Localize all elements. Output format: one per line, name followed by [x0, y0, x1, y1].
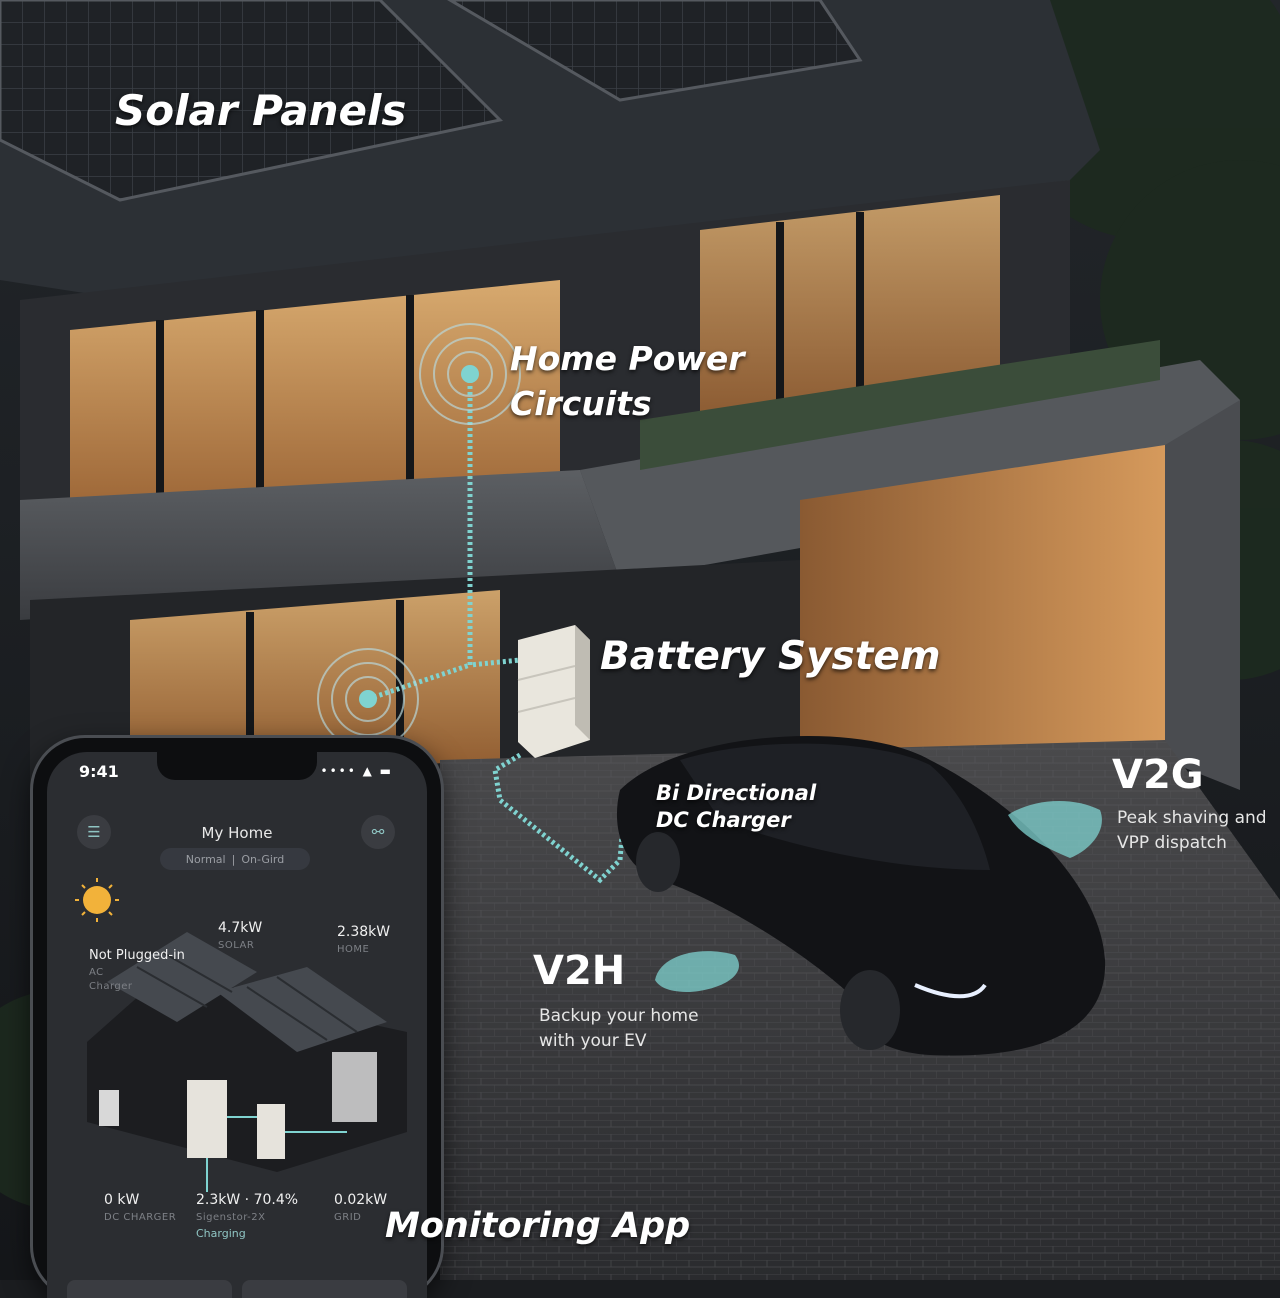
status-time: 9:41 [79, 762, 119, 781]
dc-label: DC CHARGER [104, 1212, 177, 1223]
menu-button[interactable]: ☰ [77, 815, 111, 849]
lower-windows [130, 590, 500, 780]
ac-label-line2: Charger [89, 981, 133, 992]
home-circuit-node-lower [359, 690, 377, 708]
home-value: 2.38kW [337, 924, 391, 940]
v2g-title: V2G [1112, 752, 1204, 798]
sun-icon [75, 878, 119, 922]
phone-screen: 9:41 •••• ▲ ▬ ☰ My Home ⚯ Normal | On-Gi… [47, 752, 427, 1298]
v2h-signal-shape [655, 951, 739, 992]
ac-charger-reading: Not Plugged-in AC Charger [89, 948, 185, 994]
solar-reading: 4.7kW SOLAR [218, 920, 262, 953]
v2h-desc-line1: Backup your home [539, 1006, 699, 1026]
home-reading: 2.38kW HOME [337, 924, 390, 957]
battery-unit [517, 625, 590, 758]
monitoring-app-label: Monitoring App [385, 1206, 691, 1246]
house-windows [332, 1052, 377, 1122]
solar-panels-label: Solar Panels [115, 86, 407, 135]
mode-normal: Normal [185, 852, 226, 866]
solar-label: SOLAR [218, 940, 255, 951]
signal-rings [317, 323, 521, 750]
menu-icon: ☰ [87, 823, 101, 841]
bottom-tab-left[interactable] [67, 1280, 232, 1298]
home-power-circuits-label: Home Power Circuits [510, 336, 745, 426]
home-circuit-node [461, 365, 479, 383]
terrace [580, 360, 1240, 580]
signal-wifi-battery-icon: •••• ▲ ▬ [320, 764, 393, 778]
dc-charger-label: Bi Directional DC Charger [656, 780, 816, 834]
app-title: My Home [201, 824, 273, 842]
home-label: HOME [337, 944, 370, 955]
v2g-description: Peak shaving and VPP dispatch [1117, 806, 1280, 856]
battery-status: Charging [196, 1227, 246, 1240]
grid-reading: 0.02kW GRID [334, 1192, 387, 1225]
mode-pill[interactable]: Normal | On-Gird [160, 848, 310, 870]
ac-status: Not Plugged-in [89, 948, 185, 963]
solar-panel-array-right [447, 0, 863, 102]
v2h-desc-line2: with your EV [539, 1031, 647, 1051]
phone-mockup: 9:41 •••• ▲ ▬ ☰ My Home ⚯ Normal | On-Gi… [33, 738, 441, 1298]
battery-system-label: Battery System [600, 634, 941, 679]
battery-box [257, 1104, 285, 1159]
battery-reading: 2.3kW · 70.4% Sigenstor-2X Charging [196, 1192, 298, 1240]
upper-windows [70, 195, 1000, 540]
v2g-signal-shape [1008, 800, 1102, 858]
dc-value: 0 kW [104, 1192, 140, 1208]
energy-house-diagram [75, 878, 407, 1192]
v2h-description: Backup your home with your EV [539, 1004, 729, 1054]
ac-label-line1: AC [89, 967, 104, 978]
phone-notch [157, 752, 317, 780]
bottom-tab-right[interactable] [242, 1280, 407, 1298]
grid-label: GRID [334, 1212, 362, 1223]
dc-charger-reading: 0 kW DC CHARGER [104, 1192, 176, 1225]
battery-label: Sigenstor-2X [196, 1212, 266, 1223]
solar-value: 4.7kW [218, 920, 263, 936]
dc-label-line1: Bi Directional [656, 781, 817, 805]
home-power-label-line1: Home Power [510, 339, 745, 378]
electric-car [616, 736, 1106, 1056]
v2h-title: V2H [533, 948, 626, 994]
mode-grid: On-Gird [241, 852, 285, 866]
grid-value: 0.02kW [334, 1192, 388, 1208]
topology-button[interactable]: ⚯ [361, 815, 395, 849]
solar-panel-array-left [0, 0, 504, 202]
battery-value: 2.3kW · 70.4% [196, 1192, 299, 1208]
v2g-desc-line2: VPP dispatch [1117, 833, 1227, 853]
v2g-desc-line1: Peak shaving and [1117, 808, 1267, 828]
dc-label-line2: DC Charger [656, 808, 791, 832]
mode-separator: | [231, 852, 236, 866]
home-power-label-line2: Circuits [510, 384, 652, 423]
garage-opening [800, 445, 1165, 790]
inverter-box [187, 1080, 227, 1158]
share-icon: ⚯ [371, 823, 385, 841]
